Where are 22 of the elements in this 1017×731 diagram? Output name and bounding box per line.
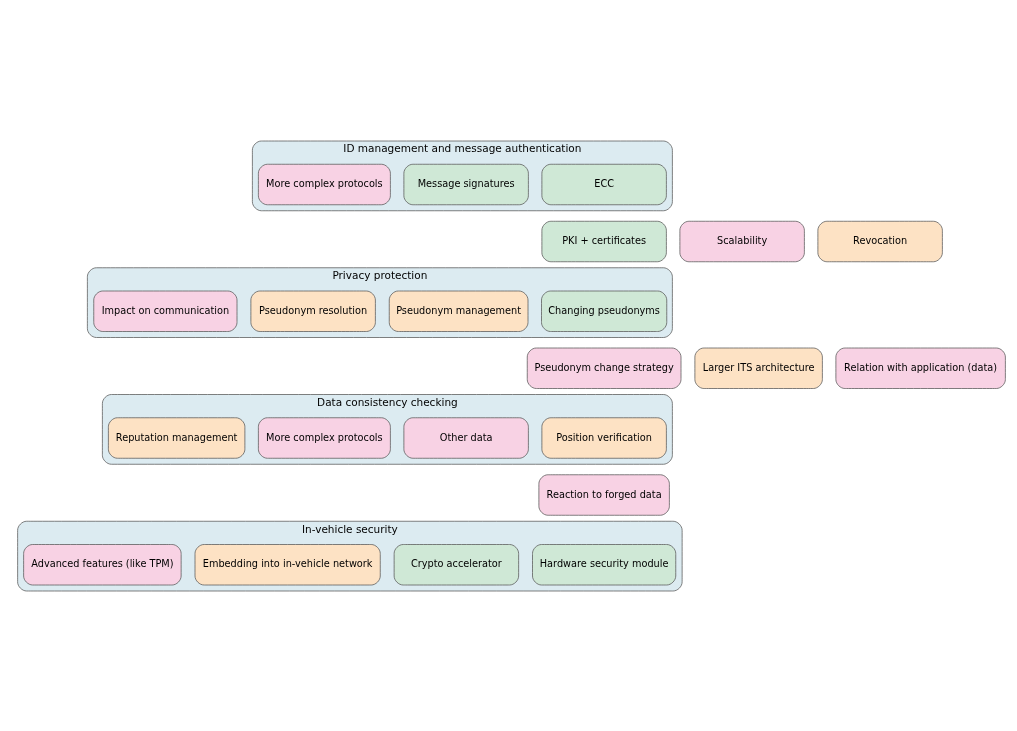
node-box: Impact on communication bbox=[93, 290, 238, 332]
node-box: Larger ITS architecture bbox=[694, 347, 823, 389]
node-box: Reaction to forged data bbox=[538, 473, 670, 516]
node-box: Changing pseudonyms bbox=[541, 290, 668, 332]
node-box: Hardware security module bbox=[532, 543, 677, 585]
node-box: Scalability bbox=[679, 220, 805, 262]
node-box: Message signatures bbox=[403, 163, 529, 205]
node-box: ECC bbox=[541, 163, 667, 205]
node-box: Pseudonym resolution bbox=[250, 290, 376, 332]
node-box: Revocation bbox=[817, 220, 943, 262]
node-box: Relation with application (data) bbox=[835, 347, 1006, 389]
node-box: More complex protocols bbox=[258, 163, 391, 205]
node-box: Crypto accelerator bbox=[393, 543, 519, 585]
node-box: Pseudonym change strategy bbox=[526, 347, 682, 389]
node-box: Pseudonym management bbox=[388, 290, 529, 332]
node-box: Embedding into in-vehicle network bbox=[194, 543, 381, 585]
node-box: More complex protocols bbox=[258, 416, 391, 459]
node-box: Position verification bbox=[541, 416, 667, 459]
node-box: Advanced features (like TPM) bbox=[23, 543, 182, 585]
node-box: Other data bbox=[403, 416, 529, 459]
node-box: Reputation management bbox=[108, 416, 246, 459]
node-box: PKI + certificates bbox=[541, 220, 667, 262]
